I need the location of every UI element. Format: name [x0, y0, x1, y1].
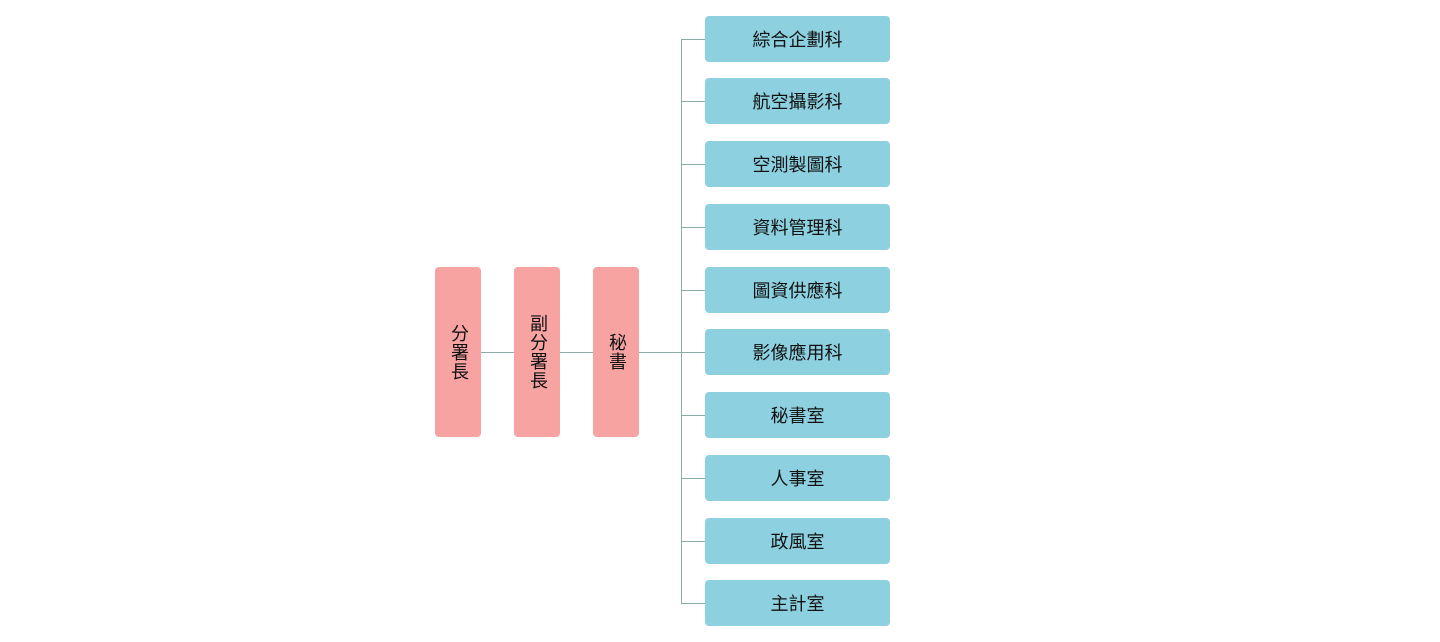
node-unit-label: 主計室	[770, 594, 825, 615]
connector-branch-1	[681, 39, 705, 40]
node-unit: 影像應用科	[705, 329, 890, 375]
node-unit: 綜合企劃科	[705, 16, 890, 62]
node-secretary-label: 秘書	[606, 333, 627, 371]
connector-branch-4	[681, 227, 705, 228]
node-unit-label: 影像應用科	[752, 343, 843, 364]
node-unit-label: 人事室	[770, 469, 825, 490]
node-unit: 秘書室	[705, 392, 890, 438]
node-unit-label: 圖資供應科	[752, 281, 843, 302]
connector-branch-7	[681, 415, 705, 416]
node-unit: 人事室	[705, 455, 890, 501]
connector-branch-10	[681, 603, 705, 604]
connector-deputy-secretary	[560, 352, 594, 353]
connector-branch-3	[681, 164, 705, 165]
connector-director-deputy	[481, 352, 515, 353]
node-unit: 資料管理科	[705, 204, 890, 250]
node-director: 分署長	[435, 267, 481, 437]
connector-branch-5	[681, 290, 705, 291]
connector-branch-9	[681, 541, 705, 542]
node-unit-label: 航空攝影科	[752, 92, 843, 113]
connector-trunk	[681, 39, 682, 604]
connector-branch-2	[681, 101, 705, 102]
node-unit: 航空攝影科	[705, 78, 890, 124]
node-secretary: 秘書	[593, 267, 639, 437]
node-director-label: 分署長	[448, 323, 469, 381]
node-unit: 圖資供應科	[705, 267, 890, 313]
node-unit-label: 秘書室	[770, 406, 825, 427]
node-unit: 政風室	[705, 518, 890, 564]
node-deputy-director-label: 副分署長	[527, 314, 548, 390]
connector-branch-6	[681, 352, 705, 353]
node-unit-label: 空測製圖科	[752, 155, 843, 176]
node-deputy-director: 副分署長	[514, 267, 560, 437]
node-unit: 空測製圖科	[705, 141, 890, 187]
connector-branch-8	[681, 478, 705, 479]
node-unit-label: 政風室	[770, 532, 825, 553]
connector-secretary-trunk	[638, 352, 682, 353]
node-unit: 主計室	[705, 580, 890, 626]
node-unit-label: 綜合企劃科	[752, 30, 843, 51]
node-unit-label: 資料管理科	[752, 218, 843, 239]
